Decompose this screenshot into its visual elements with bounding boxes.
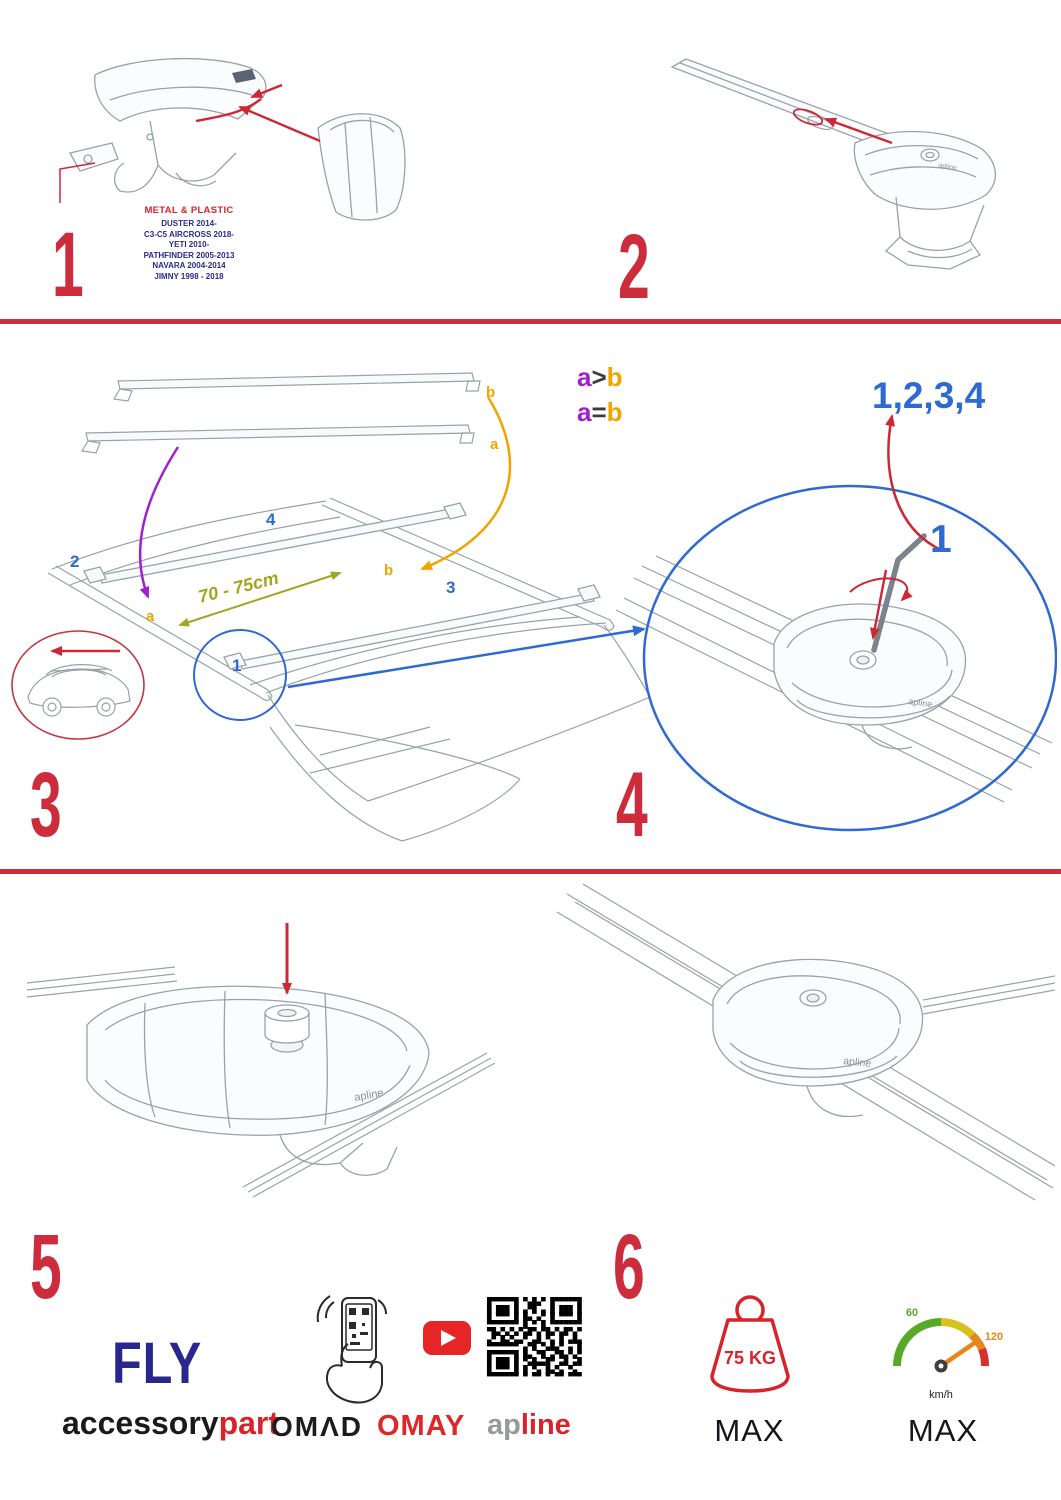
foot-highlight-circle <box>193 629 287 721</box>
rotation-arrow <box>849 577 913 602</box>
model-line: DUSTER 2014- <box>161 219 217 228</box>
rule-a-gt-b: a>b <box>577 362 623 392</box>
bar-a-pointer-curve <box>138 446 180 599</box>
apline-logo-small: apline <box>353 1087 384 1104</box>
weight-max-label: MAX <box>714 1413 785 1448</box>
clamp-foot-lineart <box>86 985 430 1176</box>
youtube-icon <box>423 1321 471 1355</box>
distance-annotation: 70 - 75cm <box>178 568 342 627</box>
model-line: YETI 2010- <box>168 240 210 249</box>
vehicle-compatibility-list: METAL & PLASTIC DUSTER 2014- C3-C5 AIRCR… <box>100 205 278 282</box>
bar-a-label: a <box>490 436 499 453</box>
loose-crossbars <box>81 372 481 454</box>
roof-b-label: b <box>384 562 393 579</box>
section-divider <box>0 869 1061 874</box>
material-label: METAL & PLASTIC <box>144 205 234 216</box>
slot-highlight <box>792 108 824 126</box>
model-line: JIMNY 1998 - 2018 <box>154 271 224 281</box>
clamp-foot-lineart <box>712 958 924 1117</box>
section-divider <box>0 319 1061 324</box>
speed-max-label: MAX <box>907 1413 979 1448</box>
installed-foot-illustration: apline <box>556 883 1055 1201</box>
step-1-number: 1 <box>52 214 84 316</box>
brand-apline: apline <box>487 1409 571 1442</box>
step-6-number: 6 <box>613 1216 645 1318</box>
roof-installation-illustration: 70 - 75cm 2 4 3 1 a b b a <box>11 372 651 842</box>
allen-key <box>871 533 927 653</box>
clamp-assembly-illustration <box>59 57 406 221</box>
apline-logo-small: apline <box>938 162 958 172</box>
insert-arrow <box>824 117 893 145</box>
pos-2-label: 2 <box>70 552 79 571</box>
assembly-arrows <box>238 83 321 143</box>
brand-omad: OMΛD <box>271 1411 363 1442</box>
tightening-detail-illustration: apline <box>615 484 1057 832</box>
bar-b-label: b <box>486 384 495 401</box>
brand-apline-line: line <box>520 1409 571 1441</box>
weight-value: 75 KG <box>724 1348 776 1368</box>
mounted-crossbars <box>83 502 601 670</box>
distance-label: 70 - 75cm <box>196 568 280 607</box>
step-3-number: 3 <box>30 754 62 856</box>
apline-logo-small: apline <box>908 696 933 709</box>
key-insert-arrow <box>869 569 888 640</box>
tightening-order-labels: 2 4 3 1 <box>70 510 455 675</box>
crossbar-end-illustration: apline <box>670 58 996 270</box>
clamp-foot-lineart <box>773 603 967 750</box>
model-line: C3-C5 AIRCROSS 2018- <box>144 229 234 239</box>
brand-omay: OMAY <box>377 1410 466 1442</box>
sequence-callout-1: 1 <box>930 518 952 561</box>
speed-120-label: 120 <box>985 1331 1003 1343</box>
locking-knob <box>264 1004 310 1044</box>
step-4-number: 4 <box>616 754 648 856</box>
rule-a-eq-b: a=b <box>577 397 623 427</box>
max-weight-icon: 75 KG <box>710 1295 790 1393</box>
step-2-number: 2 <box>618 216 650 318</box>
scan-qr-phone-icon <box>316 1295 388 1404</box>
brand-fly: FLY <box>112 1331 203 1396</box>
car-direction-inset <box>11 630 145 740</box>
brand-part: part <box>218 1405 280 1441</box>
detail-pointer-arrow <box>287 625 646 689</box>
speed-unit-label: km/h <box>929 1389 953 1401</box>
zoom-circle <box>642 484 1057 832</box>
model-line: NAVARA 2004-2014 <box>152 261 226 270</box>
sequence-pointer-arrow <box>885 414 942 552</box>
red-highlight-edge <box>195 98 262 123</box>
apline-logo-small: apline <box>843 1055 872 1070</box>
step-5-number: 5 <box>30 1216 62 1318</box>
max-speed-icon: 60 120 km/h <box>893 1307 1003 1401</box>
bar-b-pointer-curve <box>420 396 512 571</box>
car-roof-lineart <box>47 497 651 842</box>
brand-accessorypart: accessorypart <box>62 1405 279 1442</box>
pos-3-label: 3 <box>446 578 455 597</box>
tightening-sequence-label: 1,2,3,4 <box>872 375 986 416</box>
pos-4-label: 4 <box>266 510 276 529</box>
qr-code: █▀▀▀▀▀█ ▀▄█▄▀ █▀▀▀▀▀█ █ ███ █ ▄▀█ ▄ █ ██… <box>487 1297 582 1381</box>
roof-bar-letters: a b b a <box>146 384 499 625</box>
logo-badge <box>232 69 256 83</box>
brand-accessory: accessory <box>62 1405 219 1441</box>
roof-a-label: a <box>146 608 155 625</box>
brand-apline-ap: ap <box>487 1409 521 1441</box>
pos-1-label: 1 <box>232 656 241 675</box>
model-line: PATHFINDER 2005-2013 <box>143 250 235 260</box>
knob-install-illustration: apline <box>26 923 495 1198</box>
material-leader-line <box>59 162 96 203</box>
speed-60-label: 60 <box>906 1307 918 1319</box>
length-rules: a>b a=b <box>577 360 623 430</box>
